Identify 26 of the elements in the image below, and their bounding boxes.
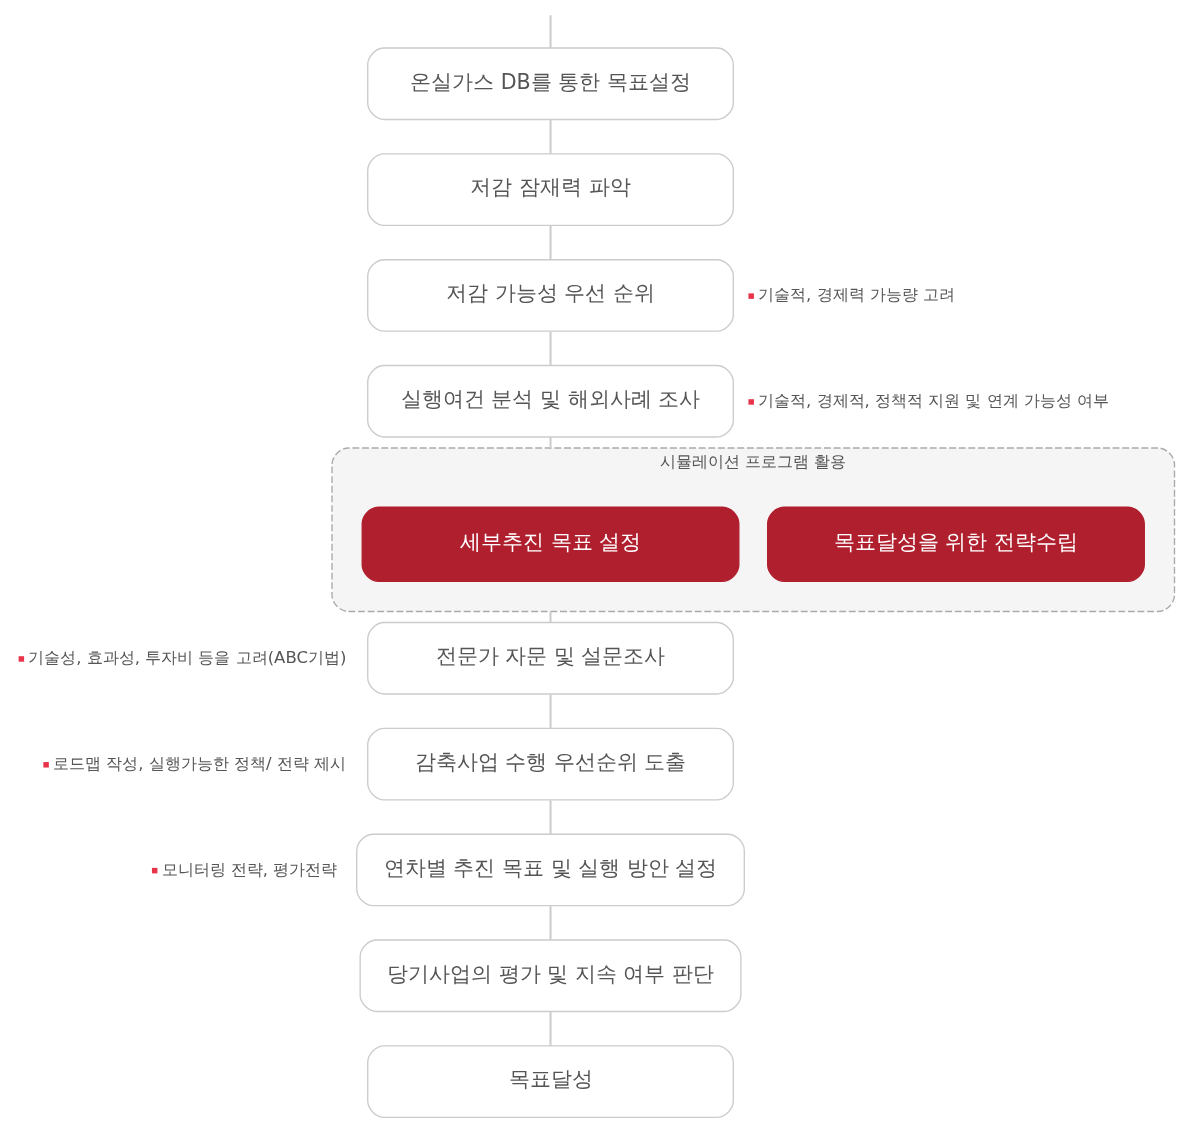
connector xyxy=(549,1012,552,1046)
connector xyxy=(549,120,552,154)
connector xyxy=(549,906,552,940)
connector xyxy=(549,225,552,260)
connector xyxy=(549,437,552,448)
connector xyxy=(549,800,552,835)
node-label: 로드맵 작성, 실행가능한 정책/ 전략 제시 xyxy=(52,754,346,774)
node-box: 당기사업의 평가 및 지속 여부 판단 xyxy=(359,939,742,1013)
node-label: 기술적, 경제력 가능량 고려 xyxy=(758,285,956,305)
connector xyxy=(549,331,552,366)
node-box: 실행여건 분석 및 해외사례 조사 xyxy=(367,364,734,438)
connector xyxy=(549,694,552,729)
node-label: 기술성, 효과성, 투자비 등을 고려(ABC기법) xyxy=(28,648,347,668)
node-box: 세부추진 목표 설정 xyxy=(361,506,740,582)
node-box: 저감 가능성 우선 순위 xyxy=(367,259,734,332)
node-box: 목표달성 xyxy=(367,1045,734,1118)
node-box: 연차별 추진 목표 및 실행 방안 설정 xyxy=(356,833,745,907)
node-box: 저감 잠재력 파악 xyxy=(367,153,734,226)
node-label: 모니터링 전략, 평가전략 xyxy=(161,859,338,879)
node-box: 온실가스 DB를 통한 목표설정 xyxy=(367,47,734,121)
node-box: 감축사업 수행 우선순위 도출 xyxy=(367,727,734,801)
node-label: 기술적, 경제적, 정책적 지원 및 연계 가능성 여부 xyxy=(758,391,1110,411)
connector xyxy=(549,15,552,48)
node-box: 전문가 자문 및 설문조사 xyxy=(367,621,734,695)
connector xyxy=(549,611,552,623)
node-box: 목표달성을 위한 전략수립 xyxy=(767,506,1145,582)
